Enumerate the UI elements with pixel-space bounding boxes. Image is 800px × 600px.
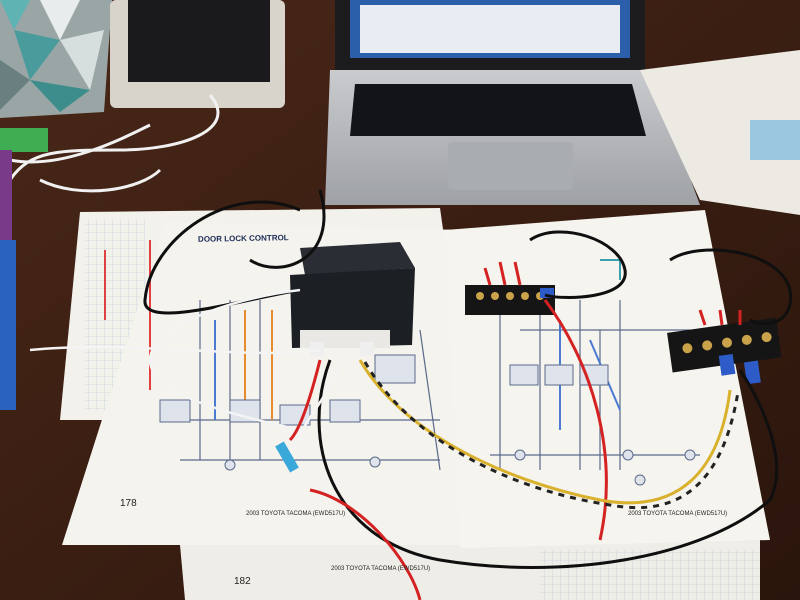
pen bbox=[0, 240, 16, 410]
tissue-box bbox=[0, 0, 112, 118]
footer-text-bottom: 2003 TOYOTA TACOMA (EWD517U) bbox=[331, 566, 431, 572]
tablet-on-stand bbox=[110, 0, 285, 108]
page-number-bottom: 182 bbox=[234, 576, 251, 587]
schematic-sheet-right-top bbox=[640, 50, 800, 215]
laptop bbox=[325, 0, 700, 205]
green-circuit-board bbox=[0, 128, 48, 152]
diagram-title: DOOR LOCK CONTROL bbox=[197, 233, 289, 244]
page-number-left: 178 bbox=[120, 498, 137, 509]
footer-text-right: 2003 TOYOTA TACOMA (EWD517U) bbox=[628, 511, 728, 517]
yellow-twisted-wire bbox=[358, 359, 740, 510]
door-lock-module bbox=[290, 242, 415, 356]
blue-connector bbox=[275, 441, 299, 473]
terminal-block-center bbox=[465, 285, 555, 315]
pen bbox=[0, 150, 12, 240]
white-cable bbox=[8, 94, 220, 193]
white-signal-wire bbox=[29, 288, 342, 461]
terminal-block-right bbox=[667, 317, 782, 385]
footer-text-left: 2003 TOYOTA TACOMA (EWD517U) bbox=[246, 511, 346, 517]
